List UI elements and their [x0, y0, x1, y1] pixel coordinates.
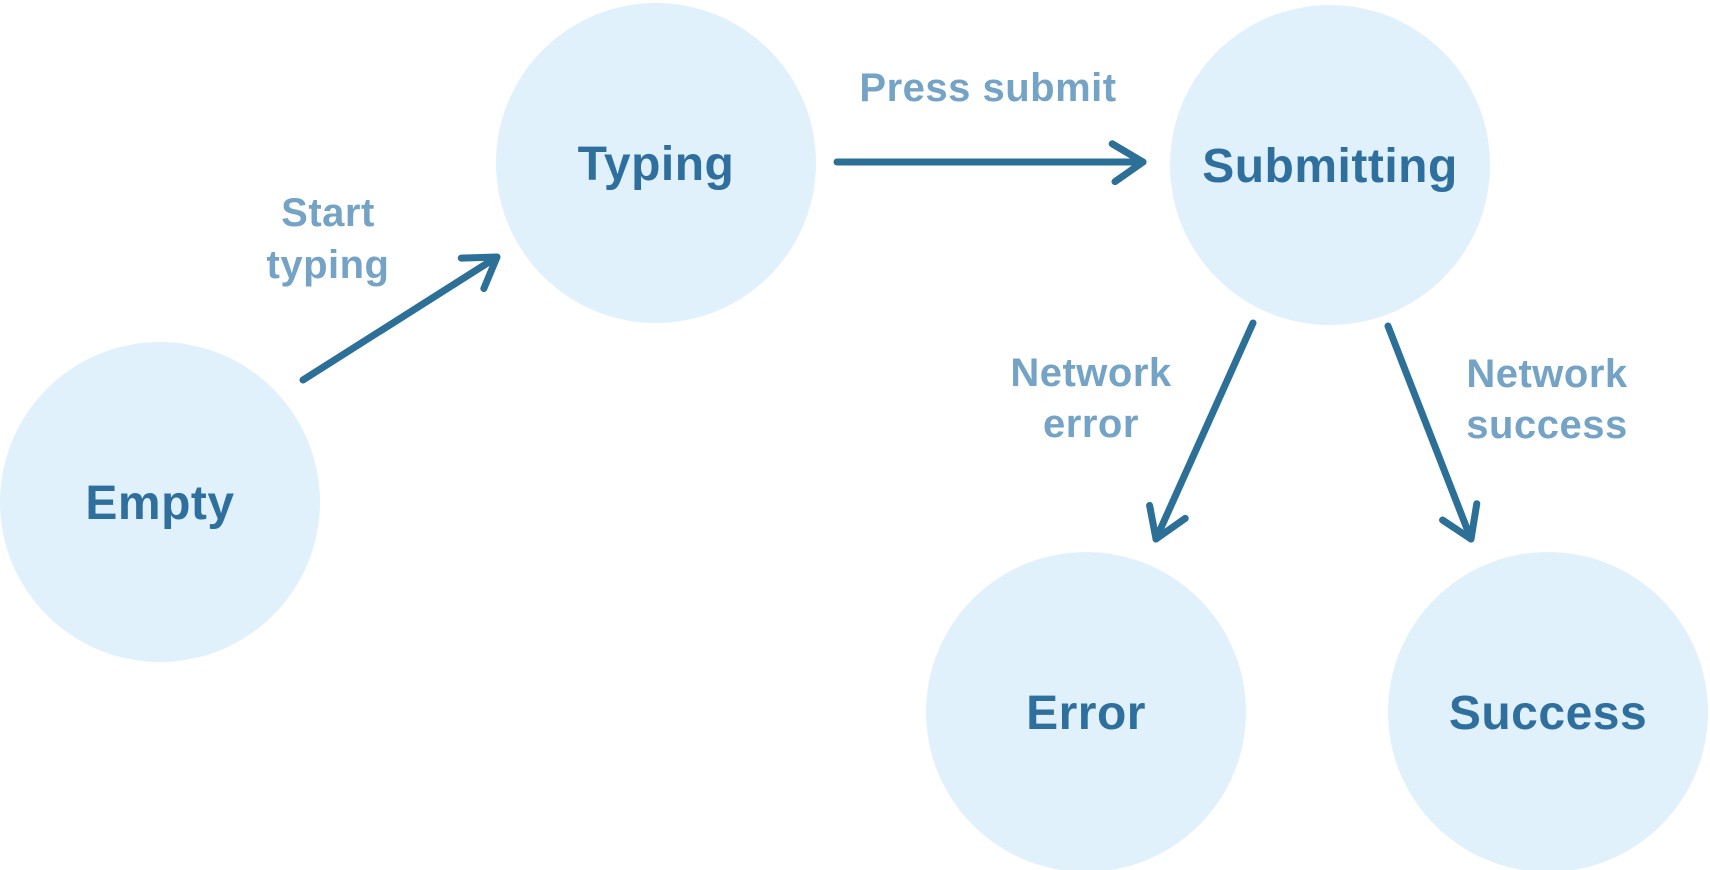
transition-label-network-error-line2: error	[1043, 402, 1139, 446]
state-label-success: Success	[1449, 687, 1647, 740]
transition-label-start-typing-line1: Start	[281, 191, 375, 235]
state-label-error: Error	[1026, 687, 1146, 740]
transition-arrow-submitting-to-success	[1384, 322, 1481, 543]
state-label-typing: Typing	[578, 138, 735, 191]
transition-label-network-success-line2: success	[1466, 403, 1627, 447]
transition-arrow-submitting-to-error	[1146, 319, 1257, 543]
state-node-empty	[0, 342, 320, 662]
state-label-empty: Empty	[85, 477, 234, 530]
transition-label-start-typing-line2: typing	[267, 243, 390, 287]
state-node-error	[926, 552, 1246, 870]
state-node-typing	[496, 3, 816, 323]
transition-label-network-success-line1: Network	[1466, 352, 1628, 396]
transition-label-network-error-line1: Network	[1010, 351, 1172, 395]
state-label-submitting: Submitting	[1202, 140, 1458, 193]
state-node-success	[1388, 552, 1708, 870]
transition-arrow-empty-to-typing	[299, 253, 501, 384]
state-node-submitting	[1170, 5, 1490, 325]
transition-label-press-submit: Press submit	[859, 66, 1116, 110]
